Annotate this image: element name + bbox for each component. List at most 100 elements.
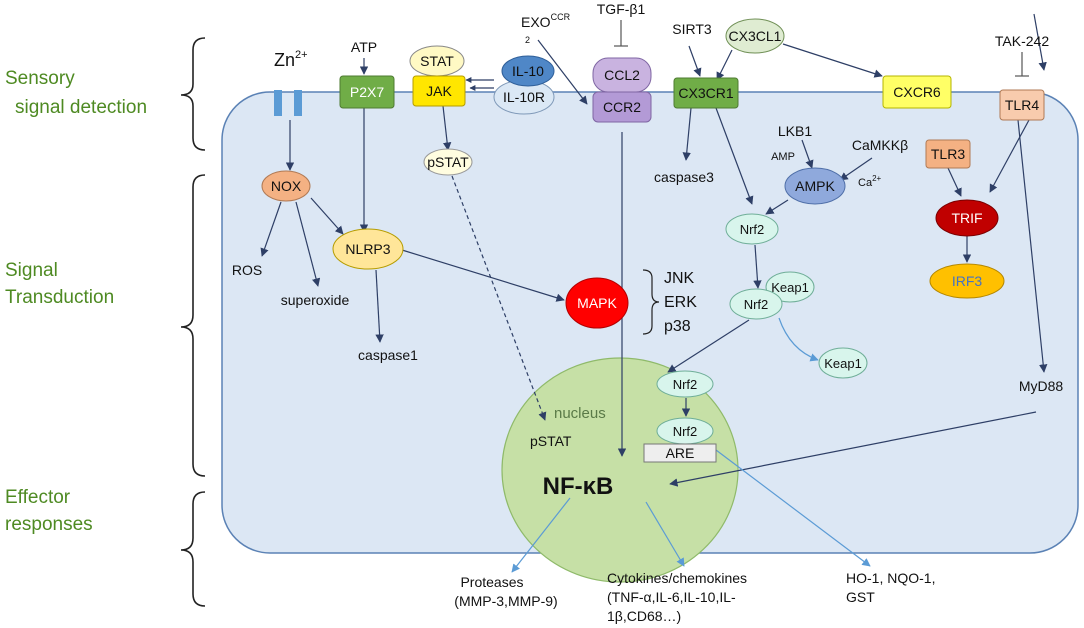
sirt3-label: SIRT3 <box>672 21 712 37</box>
nfkb-label: NF-κB <box>543 473 614 500</box>
nuclear-nrf2-top <box>656 370 714 398</box>
sensory-label-line2: signal detection <box>15 97 147 118</box>
jak-receptor <box>412 75 466 107</box>
are-label: ARE <box>666 445 695 461</box>
tlr3-label: TLR3 <box>931 146 965 162</box>
arrow-are-ho1 <box>715 449 871 567</box>
arrow-nrf2-nrf2keap <box>753 244 762 289</box>
nrf2-node-b <box>729 288 783 320</box>
nrf2-label-a: Nrf2 <box>740 222 765 237</box>
arrow-lkb1-ampk <box>801 139 814 169</box>
effector-label-line1: Effector <box>5 487 71 508</box>
arrow-nrf2-nucleus <box>667 319 750 373</box>
arrow-nlrp3-mapk <box>401 249 565 302</box>
transduction-label-line1: Signal <box>5 260 58 281</box>
p2x7-receptor <box>339 75 395 109</box>
nlrp3-label: NLRP3 <box>345 241 390 257</box>
pstat-node <box>423 148 473 176</box>
tlr3-receptor <box>925 139 971 169</box>
nuclear-nrf2-bottom-label: Nrf2 <box>673 424 698 439</box>
arrow-cx3cl1-cx3cr1 <box>716 49 733 81</box>
tgf-label: TGF-β1 <box>597 1 646 17</box>
arrow-myd88-nfkb <box>669 411 1037 487</box>
effector-label-line2: responses <box>5 514 93 535</box>
ca-label: Ca2+ <box>858 174 882 189</box>
mapk-label: MAPK <box>577 295 617 311</box>
proteases-line2: (MMP-3,MMP-9) <box>454 593 557 609</box>
arrow-pstat-nucleus <box>451 175 547 421</box>
irf3-label: IRF3 <box>952 273 983 289</box>
cx3cl1-ligand <box>725 18 785 54</box>
brace-transduction <box>180 174 206 477</box>
arrow-nox-nlrp3 <box>310 197 344 235</box>
myd88-label: MyD88 <box>1019 378 1064 394</box>
tlr4-receptor <box>999 89 1045 121</box>
trif-label: TRIF <box>951 210 982 226</box>
cytokines-line1: Cytokines/chemokines <box>607 570 747 586</box>
arrow-nox-superoxide <box>295 201 321 287</box>
arrow-camkk-ampk <box>839 157 873 181</box>
amp-label: AMP <box>771 151 795 163</box>
arrow-nox-ros <box>260 201 282 257</box>
il10-ligand <box>501 55 555 87</box>
ccl2-label: CCL2 <box>604 67 640 83</box>
zn-channel-left-bar <box>274 90 282 116</box>
caspase3-label: caspase3 <box>654 169 714 185</box>
cx3cr1-label: CX3CR1 <box>678 85 733 101</box>
nrf2-node-a <box>725 213 779 245</box>
pstat-label: pSTAT <box>427 154 469 170</box>
brace-sensory <box>180 37 206 151</box>
arrow-tlr4-myd88 <box>1017 119 1048 373</box>
mapk-brace <box>642 269 660 335</box>
ho1-line1: HO-1, NQO-1, <box>846 570 935 586</box>
nox-node <box>261 170 311 202</box>
ccr2-receptor <box>592 91 652 123</box>
section-braces <box>180 37 206 607</box>
arrow-cx3cr1-nrf2 <box>715 107 754 205</box>
cx3cr1-receptor <box>673 77 739 109</box>
mapk-node <box>565 277 629 329</box>
arrow-nfkb-proteases <box>511 497 571 573</box>
ho1-line2: GST <box>846 589 875 605</box>
ccr2-label: CCR2 <box>603 99 641 115</box>
arrow-keap1-release <box>778 317 819 362</box>
cxcr6-receptor <box>882 75 952 109</box>
arrow-exo-ccr2 <box>537 39 588 105</box>
sensory-label-line1: Sensory <box>5 68 75 89</box>
p38-label: p38 <box>664 318 691 335</box>
superoxide-label: superoxide <box>281 292 350 308</box>
arrow-cx3cr1-caspase3 <box>682 107 692 161</box>
zn-channel <box>274 90 302 116</box>
exo-label: EXOCCR <box>521 12 571 30</box>
keap1-node-b <box>818 347 868 379</box>
nuclear-nrf2-top-label: Nrf2 <box>673 377 698 392</box>
tak242-label: TAK-242 <box>995 33 1049 49</box>
jak-label: JAK <box>426 83 452 99</box>
camkk-label: CaMKKβ <box>852 137 908 153</box>
light-arrows <box>511 317 871 573</box>
effector-outputs: Proteases (MMP-3,MMP-9) Cytokines/chemok… <box>454 570 935 624</box>
cx3cl1-label: CX3CL1 <box>729 28 782 44</box>
arrow-incoming-tlr4 <box>1033 13 1047 71</box>
caspase1-label: caspase1 <box>358 347 418 363</box>
section-labels: Sensory signal detection Signal Transduc… <box>5 68 147 535</box>
proteases-line1: Proteases <box>460 574 523 590</box>
exo-subscript: 2 <box>525 35 530 45</box>
trif-node <box>935 199 999 237</box>
nucleus <box>501 357 739 583</box>
nlrp3-node <box>332 228 404 270</box>
arrow-sirt3-cx3cr1 <box>688 45 702 77</box>
nucleus-label: nucleus <box>554 405 606 422</box>
zn-channel-right-bar <box>294 90 302 116</box>
cytokines-line2: (TNF-α,IL-6,IL-10,IL- <box>607 589 736 605</box>
are-box <box>643 443 717 463</box>
tlr4-label: TLR4 <box>1005 97 1039 113</box>
ros-label: ROS <box>232 262 262 278</box>
cxcr6-label: CXCR6 <box>893 84 941 100</box>
arrow-cx3cl1-cxcr6 <box>782 43 883 78</box>
arrow-ampk-nrf2 <box>765 199 789 215</box>
irf3-node <box>929 263 1005 299</box>
atp-label: ATP <box>351 39 377 55</box>
keap1-label-a: Keap1 <box>771 280 809 295</box>
